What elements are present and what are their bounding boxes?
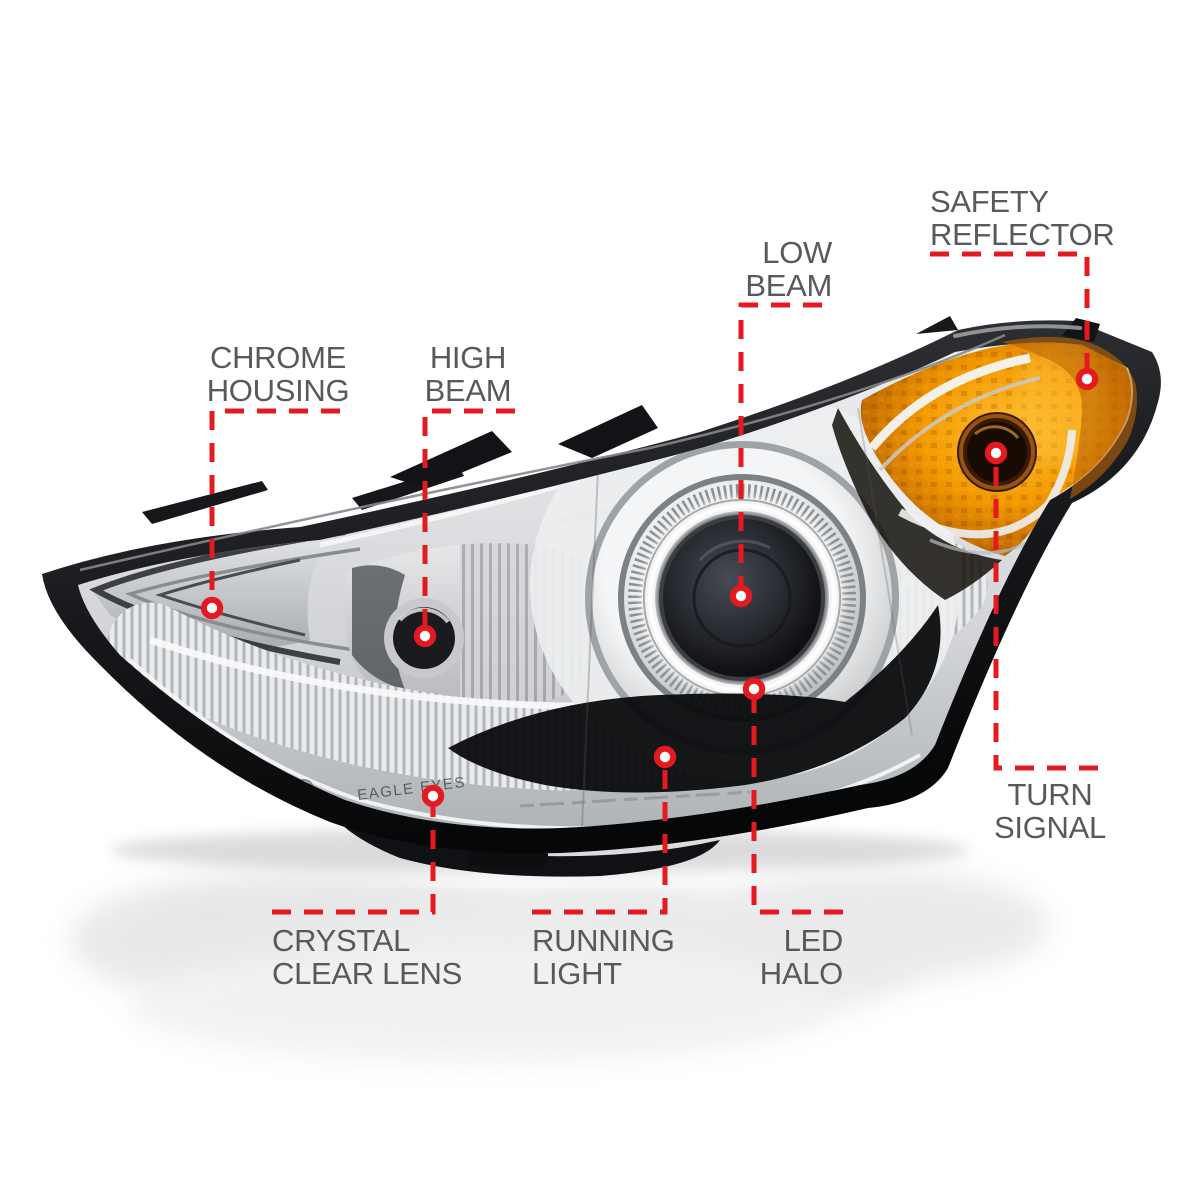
- label-line: HALO: [759, 956, 844, 991]
- label-line: REFLECTOR: [930, 217, 1115, 252]
- label-line: CRYSTAL: [272, 923, 411, 958]
- label-line: TURN: [1007, 777, 1093, 812]
- label-line: CHROME: [210, 340, 346, 375]
- callout-label-led-halo: LED HALO: [643, 923, 844, 991]
- label-line: HIGH: [429, 340, 507, 375]
- label-line: LOW: [762, 235, 832, 270]
- label-line: BEAM: [424, 373, 512, 408]
- callout-label-crystal-clear-lens: CRYSTAL CLEAR LENS: [272, 924, 562, 990]
- label-line: SAFETY: [930, 184, 1049, 219]
- label-line: BEAM: [745, 268, 832, 303]
- turn-signal-bulb: [957, 412, 1037, 492]
- label-line: CLEAR LENS: [272, 956, 462, 991]
- label-line: SIGNAL: [994, 810, 1106, 845]
- callout-label-high-beam: HIGH BEAM: [368, 341, 568, 407]
- callout-label-turn-signal: TURN SIGNAL: [950, 778, 1150, 844]
- callout-label-safety-reflector: SAFETY REFLECTOR: [930, 185, 1200, 251]
- ground-reflection: [70, 870, 1050, 1063]
- callout-label-low-beam: LOW BEAM: [630, 236, 832, 302]
- label-line: LED: [783, 923, 844, 958]
- callout-label-chrome-housing: CHROME HOUSING: [158, 341, 398, 407]
- high-beam-bulb: [384, 598, 464, 678]
- label-line: HOUSING: [206, 373, 350, 408]
